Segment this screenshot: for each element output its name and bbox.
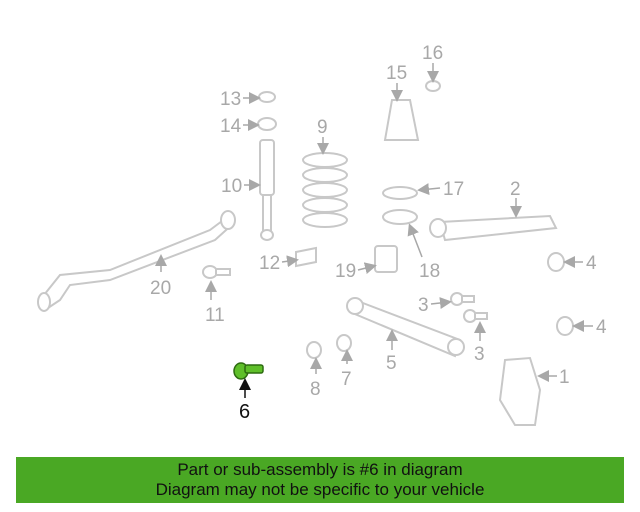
label-5: 5 (386, 353, 397, 374)
info-banner: Part or sub-assembly is #6 in diagram Di… (16, 457, 624, 503)
banner-line-part: Part or sub-assembly is #6 in diagram (177, 460, 463, 479)
part-15-bracket[interactable] (383, 99, 420, 141)
part-16-nut[interactable] (425, 80, 441, 92)
part-11-bolt[interactable] (202, 265, 231, 279)
label-4b: 4 (596, 317, 607, 338)
callouts: 1 2 3 3 4 4 5 6 7 8 9 10 11 12 13 14 15 … (150, 43, 607, 423)
label-16: 16 (422, 43, 443, 64)
label-13: 13 (220, 89, 241, 110)
banner-line-disclaimer: Diagram may not be specific to your vehi… (155, 480, 485, 499)
part-19-bumper[interactable] (374, 245, 398, 273)
label-18: 18 (419, 261, 440, 282)
label-11: 11 (205, 305, 225, 326)
part-5-lower-arm[interactable] (346, 297, 465, 358)
part-8-bushing[interactable] (306, 341, 322, 359)
label-12: 12 (259, 253, 280, 274)
part-2-upper-arm[interactable] (429, 214, 558, 242)
label-15: 15 (386, 63, 407, 84)
label-10: 10 (221, 176, 242, 197)
part-17-insulator[interactable] (382, 186, 418, 200)
label-14: 14 (220, 116, 242, 137)
label-4a: 4 (586, 253, 597, 274)
label-9: 9 (317, 117, 328, 138)
part-14-bushing[interactable] (257, 117, 277, 131)
part-3-bolt-a[interactable] (450, 292, 475, 306)
label-2: 2 (510, 179, 521, 200)
part-18-insulator[interactable] (382, 209, 418, 225)
part-13-nut[interactable] (258, 91, 276, 103)
part-12-bumper[interactable] (295, 246, 317, 268)
label-7: 7 (341, 369, 352, 390)
label-8: 8 (310, 379, 321, 400)
part-6-bolt-highlighted[interactable] (233, 362, 264, 380)
label-17: 17 (443, 179, 464, 200)
label-1: 1 (559, 367, 570, 388)
part-4-bushing-b[interactable] (556, 316, 574, 336)
label-3b: 3 (474, 344, 485, 365)
part-10-shock[interactable] (259, 139, 275, 241)
part-9-coil-spring[interactable] (302, 152, 348, 228)
part-7-bushing[interactable] (336, 334, 352, 352)
label-3a: 3 (418, 295, 429, 316)
part-20-stabilizer-bar[interactable] (37, 210, 236, 312)
part-1-knuckle[interactable] (498, 356, 542, 426)
label-20: 20 (150, 278, 171, 299)
part-4-bushing-a[interactable] (547, 252, 565, 272)
label-19: 19 (335, 261, 356, 282)
part-3-bolt-b[interactable] (463, 309, 488, 323)
label-6: 6 (239, 401, 250, 423)
